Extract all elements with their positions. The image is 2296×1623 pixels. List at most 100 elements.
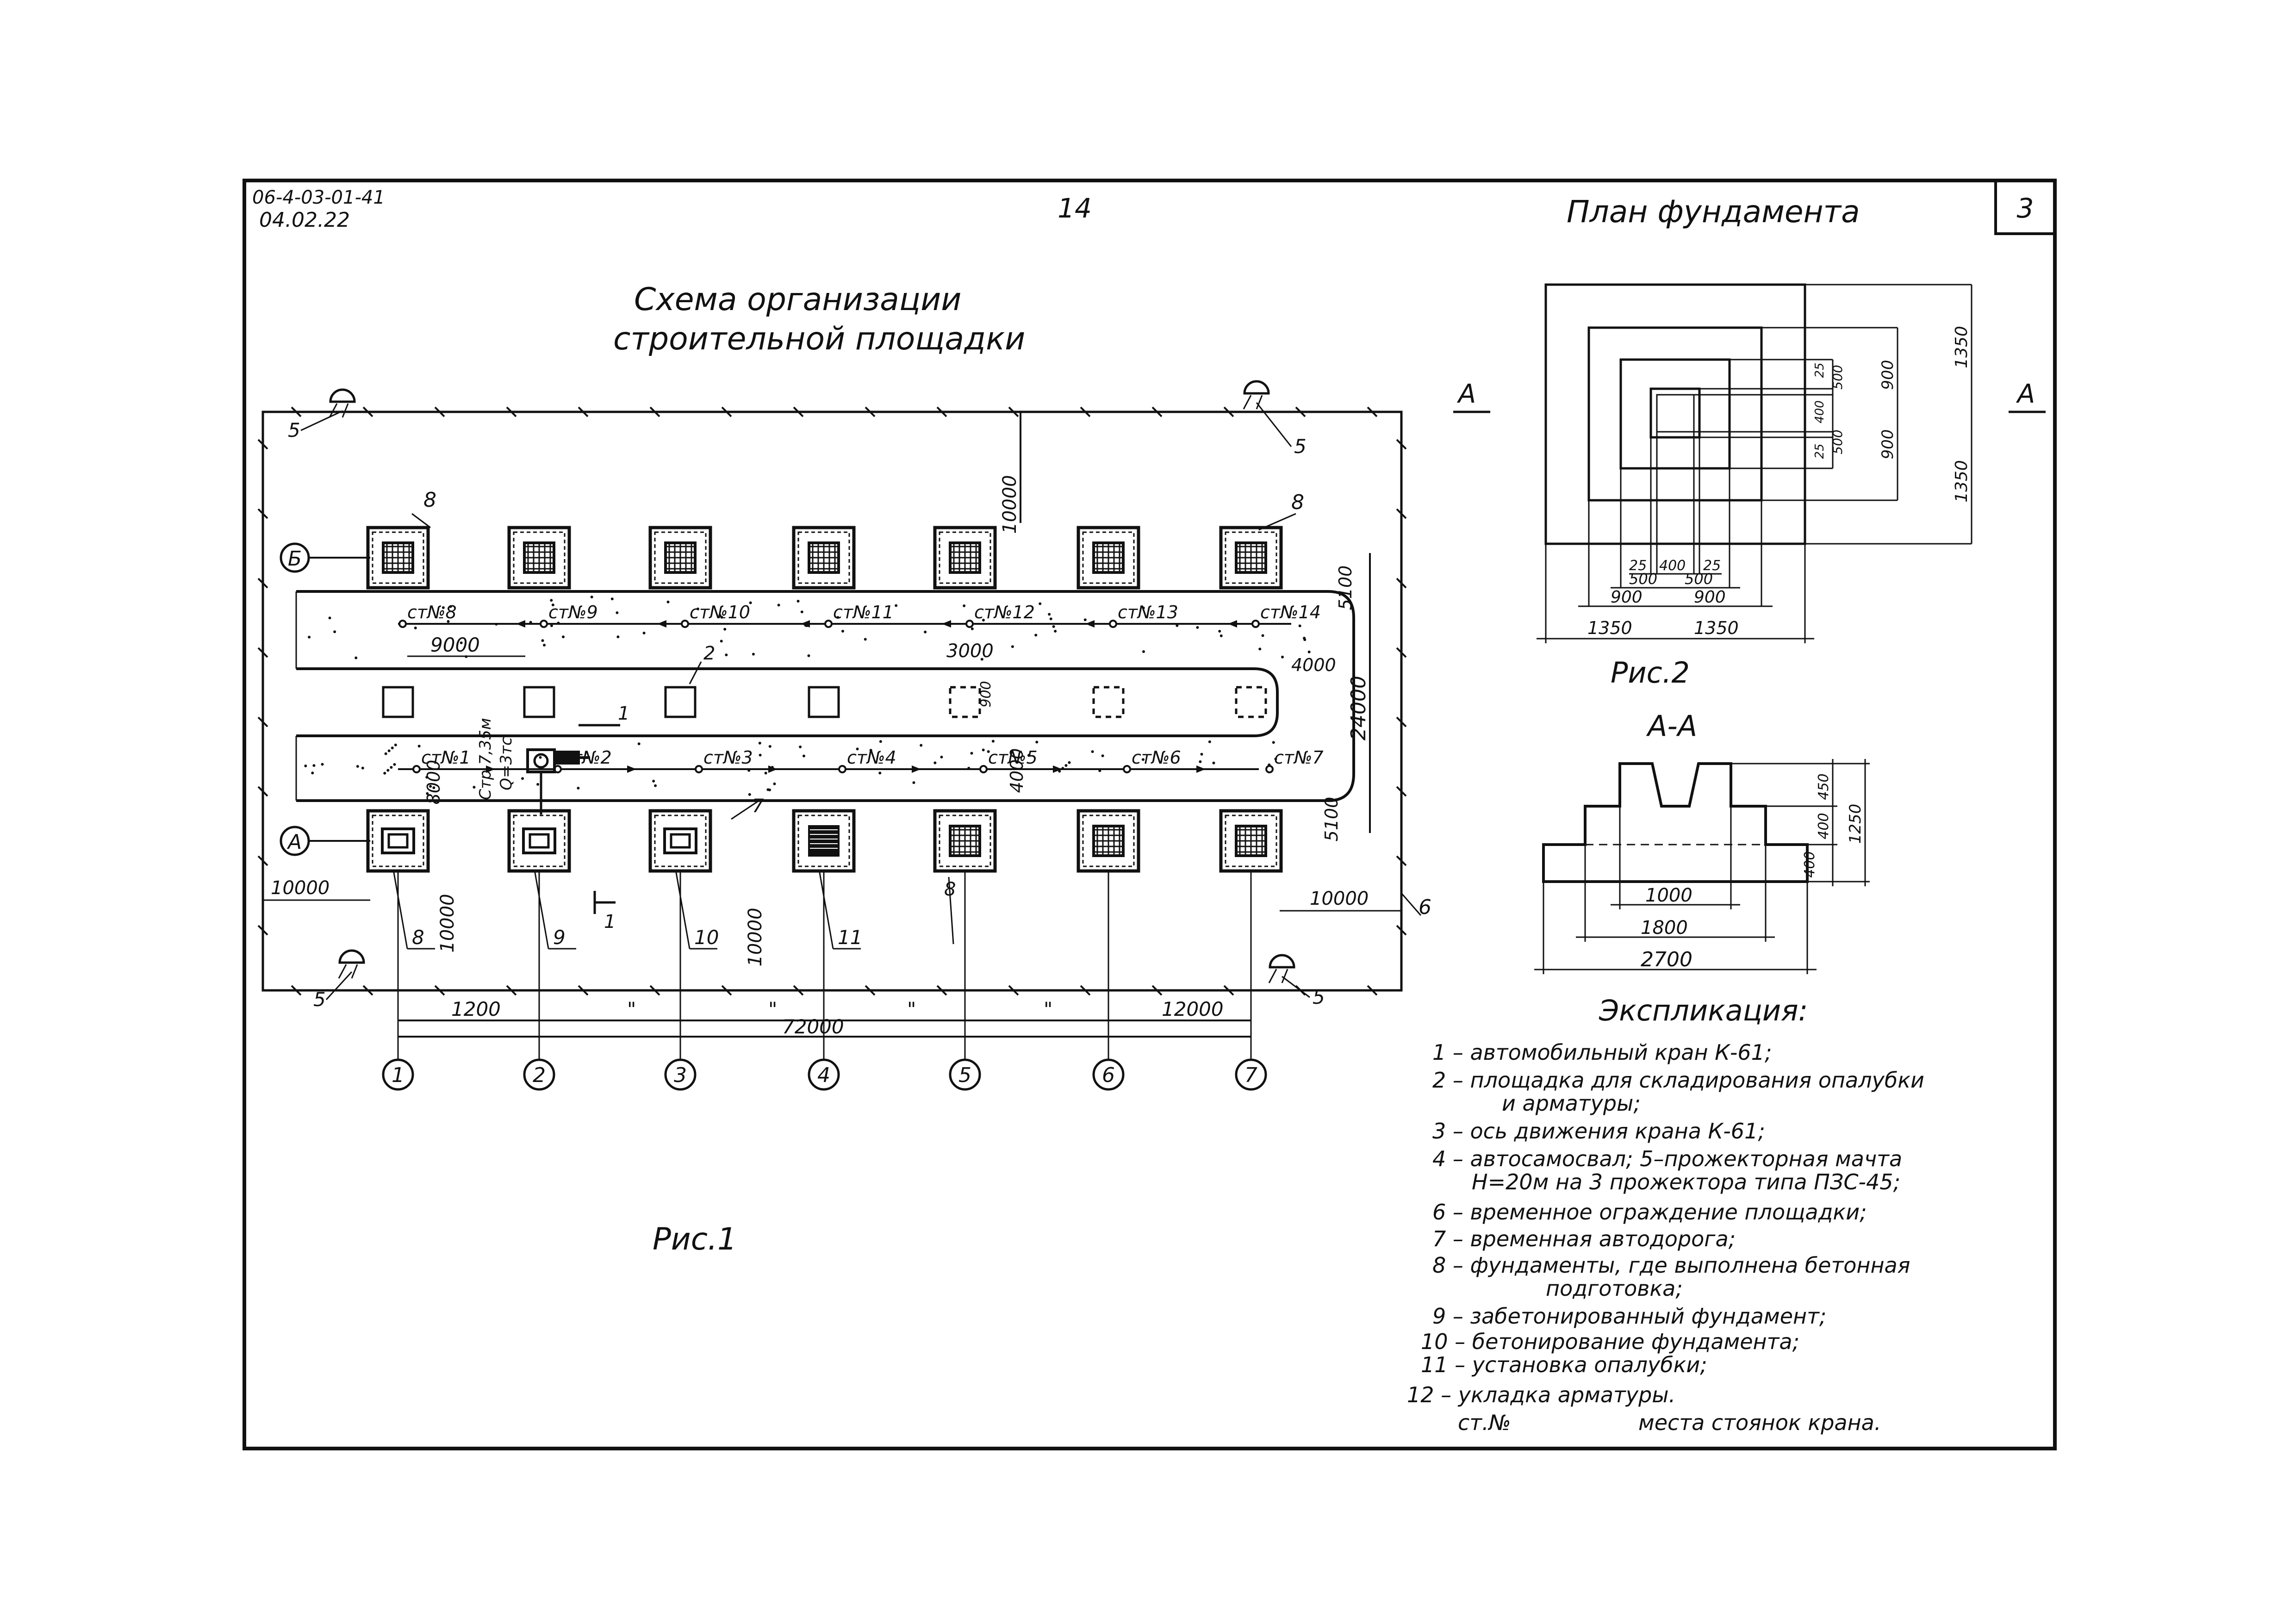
plan-dim-bottom-900a: 900 bbox=[1611, 588, 1643, 607]
plan-dim-bottom-25a: 25 bbox=[1629, 558, 1647, 574]
fence-tick bbox=[257, 439, 268, 450]
plan-dim-bottom-500b: 500 bbox=[1685, 570, 1713, 588]
road-dot bbox=[912, 781, 915, 784]
road-dot bbox=[1274, 758, 1277, 761]
fence-ticks bbox=[257, 406, 1407, 996]
road-dot bbox=[963, 604, 966, 608]
road-dot bbox=[393, 763, 396, 766]
road-dot bbox=[539, 756, 542, 759]
crane-stop-label: ст№3 bbox=[703, 747, 753, 768]
fdn-plan-socket-in bbox=[1656, 394, 1695, 433]
fdn-plan-column bbox=[1619, 358, 1731, 470]
legend-item: 8 – фундаменты, где выполнена бетонная bbox=[1432, 1253, 1910, 1278]
road-dot bbox=[521, 777, 524, 780]
callout-8-bottom-leader bbox=[948, 877, 954, 945]
crane-stop: ст№4 bbox=[838, 747, 921, 773]
road-dot bbox=[718, 614, 722, 617]
road-dot bbox=[1303, 638, 1307, 641]
dim-12000: 12000 bbox=[1162, 998, 1224, 1020]
section-dim-lines bbox=[1534, 759, 1870, 974]
section-dim-400b: 400 bbox=[1802, 851, 1818, 877]
road-dot bbox=[654, 784, 657, 787]
crane-stop: ст№14 bbox=[1228, 602, 1321, 628]
callout-2-leader bbox=[689, 661, 702, 684]
crane-stop-label: ст№1 bbox=[421, 747, 471, 768]
road-dot bbox=[590, 596, 593, 599]
storage-pad bbox=[1235, 686, 1267, 718]
callout-5-label: 5 bbox=[288, 419, 300, 442]
column-axis-bubble bbox=[1092, 1058, 1125, 1091]
section-dim-2700: 2700 bbox=[1641, 948, 1692, 971]
fence-tick bbox=[506, 985, 517, 996]
figure-1: Схема организации строительной площадки … bbox=[257, 281, 1431, 1257]
road-dot bbox=[895, 604, 898, 607]
crane-stop-label: ст№12 bbox=[974, 602, 1035, 622]
road-dot bbox=[1052, 625, 1055, 628]
road-dot bbox=[1141, 758, 1145, 761]
plan-dim-bottom-900b: 900 bbox=[1694, 588, 1726, 607]
column-axis-label: 5 bbox=[958, 1063, 971, 1087]
storage-pad bbox=[523, 686, 555, 718]
crane-stop: ст№8 bbox=[398, 602, 457, 628]
fence-tick bbox=[257, 925, 268, 936]
storage-pad bbox=[382, 686, 414, 718]
callout-5-label: 5 bbox=[1313, 986, 1325, 1008]
road-dot bbox=[1039, 602, 1042, 605]
road-dot bbox=[777, 603, 780, 607]
road-dot bbox=[577, 787, 580, 790]
figure-2: 25 400 25 500 500 900 900 1350 1350 1350… bbox=[1453, 283, 2046, 974]
road-dot bbox=[768, 745, 772, 748]
road-dot bbox=[1218, 629, 1221, 633]
road-dot bbox=[1298, 624, 1301, 628]
dim-3000: 3000 bbox=[946, 640, 994, 662]
road-dot bbox=[414, 626, 417, 629]
crane-stop: ст№11 bbox=[801, 602, 894, 628]
dim-72000: 72000 bbox=[782, 1015, 844, 1038]
column-axis-bubble bbox=[949, 1058, 981, 1091]
road-dot bbox=[1068, 761, 1071, 764]
fence-tick bbox=[1396, 716, 1407, 728]
floodlight-mast-icon: 5 bbox=[313, 949, 365, 1011]
road-dot bbox=[920, 744, 923, 747]
road-dot bbox=[321, 763, 324, 766]
road-dot bbox=[723, 628, 727, 631]
fence-tick bbox=[865, 406, 876, 417]
column-axis-bubble bbox=[382, 1058, 414, 1091]
road-dot bbox=[796, 599, 800, 603]
road-dot bbox=[970, 752, 973, 755]
legend-item: Н=20м на 3 прожектора типа ПЗС-45; bbox=[1472, 1169, 1900, 1194]
road-dot bbox=[924, 630, 927, 634]
column-axis-bubble bbox=[808, 1058, 840, 1091]
callout-6-leader bbox=[1400, 893, 1422, 916]
road-dot bbox=[432, 786, 436, 790]
plan-dim-side-900b: 900 bbox=[1879, 429, 1897, 460]
callout-5-label: 5 bbox=[1294, 435, 1307, 458]
legend-items: 1 – автомобильный кран К-61;2 – площадка… bbox=[1407, 1040, 1924, 1407]
fig1-caption: Рис.1 bbox=[653, 1221, 737, 1257]
column-axis-bubble bbox=[1235, 1058, 1267, 1091]
plan-dim-side-1350b: 1350 bbox=[1952, 460, 1971, 503]
fence-tick bbox=[1008, 406, 1019, 417]
road-dot bbox=[971, 627, 974, 630]
fence-tick bbox=[936, 985, 947, 996]
road-dot bbox=[390, 766, 393, 769]
road-dot bbox=[394, 743, 397, 746]
road-dot bbox=[460, 641, 463, 644]
plan-dim-bottom-500a: 500 bbox=[1629, 570, 1657, 588]
fence-tick bbox=[257, 786, 268, 797]
callout-label: 8 bbox=[412, 926, 424, 949]
crane-k61 bbox=[526, 748, 590, 815]
callout-5-label: 5 bbox=[313, 988, 326, 1011]
fence-tick bbox=[1367, 406, 1378, 417]
road-dot bbox=[1035, 740, 1039, 744]
plan-dim-bottom-25b: 25 bbox=[1703, 558, 1721, 574]
road-dot bbox=[536, 783, 540, 786]
fence-tick bbox=[257, 578, 268, 589]
road-dot bbox=[429, 785, 432, 788]
road-dot bbox=[447, 620, 450, 623]
foundation-pad bbox=[933, 809, 997, 873]
dim-right-24000: 24000 bbox=[1347, 676, 1370, 740]
crane-stop: ст№7 bbox=[1265, 747, 1324, 773]
